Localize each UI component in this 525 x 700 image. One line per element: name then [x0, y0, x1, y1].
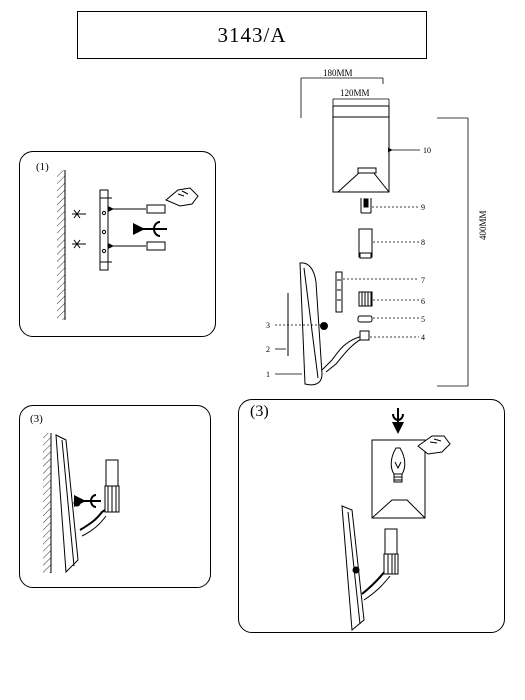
step3-large-label: (3): [250, 403, 269, 420]
part-label-10: 10: [423, 146, 431, 155]
plate-side-large: [341, 505, 365, 632]
step1-label: (1): [36, 161, 49, 173]
rod: [335, 271, 343, 313]
socket: [360, 198, 372, 214]
rotate-icon-small: [74, 494, 101, 508]
part-label-5: 5: [421, 315, 425, 324]
step3-small-panel: [19, 405, 211, 588]
part-label-2: 2: [266, 345, 270, 354]
model-title: 3143/A: [217, 22, 287, 47]
part-label-1: 1: [266, 370, 270, 379]
arm: [79, 507, 109, 531]
hand-icon-large: [417, 435, 451, 455]
part-label-7: 7: [421, 276, 425, 285]
exploded-lamp: [287, 105, 390, 386]
step1-wall-mounting: [57, 170, 199, 320]
sleeve-large: [383, 553, 399, 575]
hand-icon: [165, 187, 199, 207]
arm-large: [361, 569, 387, 595]
dimension-width-inner: 120MM: [340, 88, 370, 98]
step3-large-panel: [238, 399, 505, 633]
plate-side: [55, 434, 79, 574]
wall-hatch: [57, 170, 65, 320]
dimension-lines: [300, 77, 469, 387]
step3-large-assembly: [341, 408, 451, 632]
screw-upper: [146, 204, 166, 214]
screw-lower: [146, 241, 166, 251]
dimension-width-outer: 180MM: [323, 68, 353, 78]
step1-panel: [19, 151, 216, 337]
step3-small-label: (3): [30, 413, 43, 425]
title-box: 3143/A: [77, 11, 427, 59]
part-label-8: 8: [421, 238, 425, 247]
screw: [320, 322, 328, 330]
part-label-9: 9: [421, 203, 425, 212]
step3-small-assembly: [43, 433, 120, 574]
part-label-4: 4: [421, 333, 425, 342]
leader-lines: [275, 147, 420, 375]
rotate-down-icon: [392, 408, 404, 434]
bulb-icon: [390, 447, 406, 483]
lampshade: [332, 105, 390, 193]
ring: [357, 315, 373, 323]
part-label-6: 6: [421, 297, 425, 306]
part-label-3: 3: [266, 321, 270, 330]
curved-arm: [321, 335, 364, 371]
screwdriver-rotate-icon: [133, 221, 167, 237]
